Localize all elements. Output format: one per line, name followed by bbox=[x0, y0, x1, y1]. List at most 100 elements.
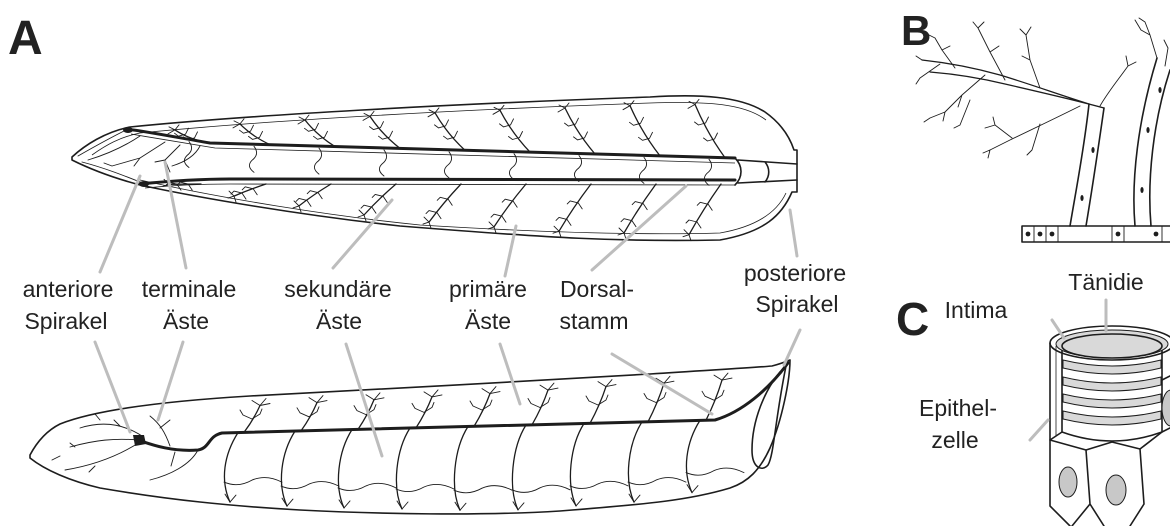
terminal-branch bbox=[714, 373, 732, 380]
terminal-branch bbox=[309, 396, 327, 403]
label-terminal-branches-line2: Äste bbox=[163, 308, 209, 334]
visceral-branch bbox=[249, 146, 256, 172]
dorsal-trunk-right bbox=[140, 179, 735, 184]
label-epithelial-cell-line2: zelle bbox=[931, 427, 978, 453]
ventral-branch bbox=[234, 184, 266, 196]
terminal-branch bbox=[397, 501, 408, 509]
anterior-spiracle-upper-left bbox=[123, 127, 133, 133]
nucleus-dot bbox=[1116, 232, 1121, 237]
terminal-branch bbox=[571, 498, 582, 506]
terminal-branch bbox=[424, 390, 442, 397]
dorsal-branch bbox=[565, 108, 595, 154]
terminal-branch bbox=[702, 390, 724, 400]
dorsal-branch bbox=[500, 110, 530, 152]
terminal-branch bbox=[412, 402, 434, 412]
label-dorsal-trunk-line1: Dorsal- bbox=[560, 276, 634, 302]
label-terminal-branches-line1: terminale bbox=[142, 276, 237, 302]
ventral-branch bbox=[281, 482, 339, 489]
label-intima: Intima bbox=[945, 297, 1008, 323]
ventral-branch bbox=[338, 483, 396, 490]
ventral-branch bbox=[224, 478, 282, 485]
terminal-branch bbox=[488, 222, 496, 233]
terminal-branch bbox=[540, 383, 558, 390]
terminal-branch bbox=[339, 500, 350, 508]
label-epithelial-cell-line1: Epithel- bbox=[919, 395, 997, 421]
terminal-branch bbox=[470, 400, 492, 410]
pointer-epithelial-cell bbox=[1030, 420, 1048, 440]
terminal-branch bbox=[586, 395, 608, 405]
segment-branch bbox=[396, 428, 410, 509]
ventral-branch bbox=[396, 484, 454, 491]
terminal-branch bbox=[688, 99, 699, 108]
terminal-branch bbox=[513, 502, 524, 510]
terminal-branch bbox=[482, 387, 500, 394]
terminal-branch bbox=[177, 182, 192, 190]
terminal-branch bbox=[297, 407, 319, 417]
nucleus-dot bbox=[1080, 195, 1083, 201]
upper-larva-segmental-branches bbox=[163, 99, 725, 240]
ventral-branch bbox=[454, 486, 512, 493]
ventral-branch bbox=[429, 184, 461, 222]
terminal-branch bbox=[455, 502, 466, 510]
terminal-branch bbox=[558, 103, 569, 112]
upper-larva-body-wall-ventral bbox=[140, 180, 786, 234]
segment-branch bbox=[454, 427, 468, 511]
head-terminal-branches-lower bbox=[52, 414, 198, 480]
terminal-branch bbox=[282, 498, 293, 506]
ventral-branch bbox=[299, 184, 331, 206]
dorsal-branch bbox=[435, 113, 465, 151]
primary-branch-left bbox=[1070, 104, 1104, 226]
upper-larva-outline bbox=[72, 96, 797, 241]
dorsal-branch bbox=[240, 124, 270, 145]
ventral-branch bbox=[628, 478, 686, 485]
terminal-branch bbox=[683, 230, 691, 241]
panel-b-branch-detail bbox=[916, 18, 1170, 242]
label-anterior-spiracle-line2: Spirakel bbox=[24, 308, 107, 334]
primary-branch-right bbox=[1134, 58, 1170, 226]
terminal-branch bbox=[358, 210, 366, 221]
terminal-branch bbox=[240, 409, 262, 419]
label-secondary-branches-line2: Äste bbox=[316, 308, 362, 334]
terminal-branch bbox=[502, 199, 517, 207]
label-primary-branches-line1: primäre bbox=[449, 276, 527, 302]
posterior-spiracle-upper bbox=[735, 158, 797, 185]
panel-label-b: B bbox=[901, 7, 931, 54]
terminal-branch bbox=[528, 398, 550, 408]
visceral-branch bbox=[184, 142, 191, 168]
nucleus-dot bbox=[1026, 232, 1031, 237]
segment-branch bbox=[224, 433, 238, 503]
upper-larva-dorsal-view bbox=[72, 96, 797, 241]
visceral-branch bbox=[509, 154, 516, 180]
epithelial-nucleus bbox=[1106, 475, 1126, 505]
terminal-branch bbox=[623, 101, 634, 110]
pointer-posterior-spiracle-upper bbox=[790, 210, 797, 256]
dorsal-trunk-right-wall bbox=[145, 184, 735, 188]
label-posterior-spiracle-line2: Spirakel bbox=[755, 291, 838, 317]
label-primary-branches-line2: Äste bbox=[465, 308, 511, 334]
segment-branch bbox=[281, 431, 295, 506]
lower-larva-lateral-view bbox=[30, 360, 790, 514]
nucleus-dot bbox=[1140, 187, 1143, 193]
terminal-branch bbox=[598, 380, 616, 387]
terminal-branch bbox=[225, 494, 236, 502]
dorsal-branch bbox=[630, 106, 660, 156]
ventral-branch bbox=[689, 184, 721, 235]
ventral-branch bbox=[686, 468, 744, 475]
ventral-branch bbox=[494, 184, 526, 227]
ventral-branch bbox=[559, 184, 591, 231]
segment-branch bbox=[512, 425, 526, 510]
panel-label-a: A bbox=[8, 12, 43, 65]
pointer-anterior-spiracle-lower bbox=[95, 342, 130, 432]
terminal-branch bbox=[687, 485, 698, 493]
pointer-posterior-spiracle-lower bbox=[784, 330, 800, 365]
nucleus-dot bbox=[1154, 232, 1159, 237]
visceral-branch bbox=[314, 148, 321, 174]
dorsal-branch bbox=[370, 116, 400, 148]
visceral-branch bbox=[444, 152, 451, 178]
panel-label-c: C bbox=[896, 293, 929, 345]
pointer-secondary-branches-lower bbox=[346, 344, 382, 456]
terminal-branch bbox=[426, 211, 441, 219]
trunk-cell-nuclei bbox=[1026, 87, 1162, 236]
nucleus-dot bbox=[1038, 232, 1043, 237]
